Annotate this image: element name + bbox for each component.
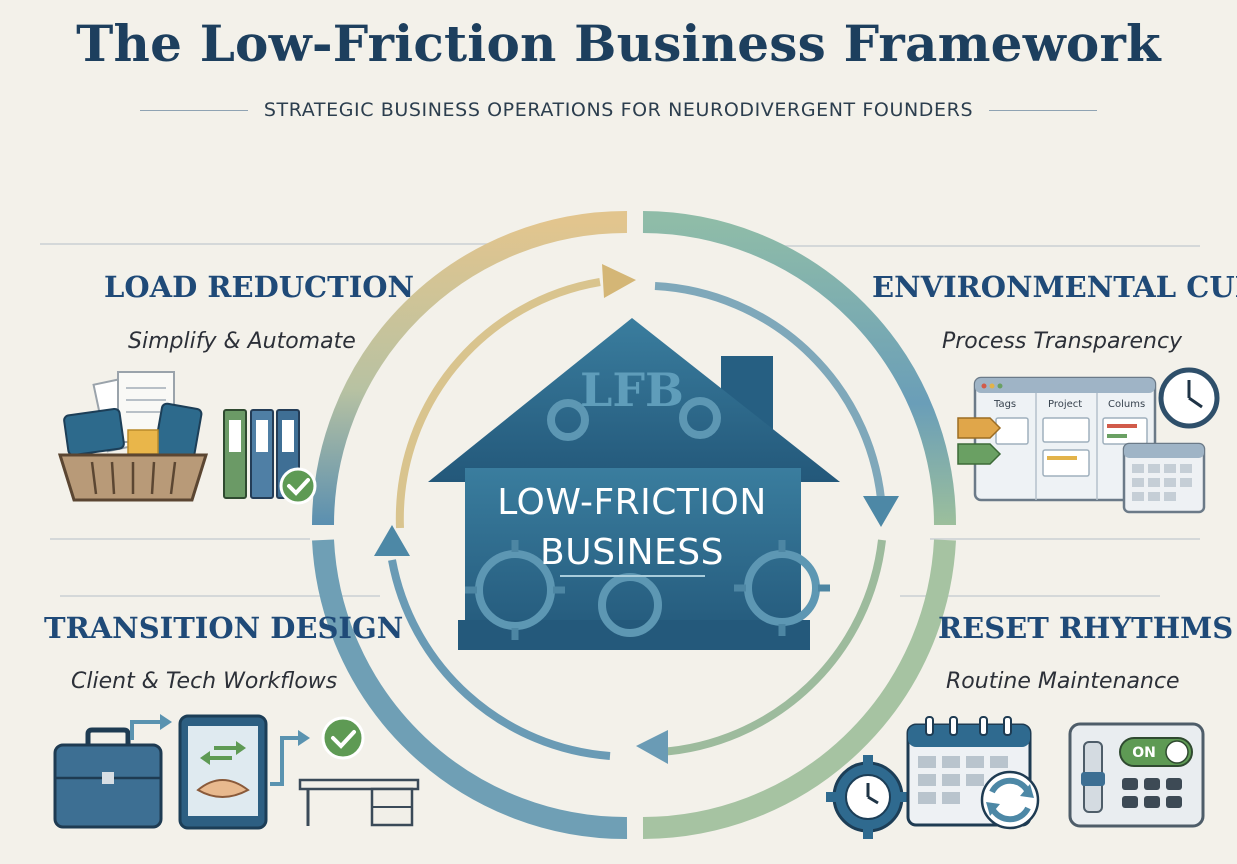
tag-icon xyxy=(957,417,1002,439)
inner-cycle xyxy=(388,278,886,760)
page-title: The Low-Friction Business Framework xyxy=(76,14,1161,73)
arrow-head-bottom xyxy=(636,730,668,764)
arrow-head-left xyxy=(374,525,410,556)
subtitle-rule-left xyxy=(139,109,248,111)
house-roof xyxy=(428,318,840,482)
arrow-head-right xyxy=(863,496,899,527)
section-title-transition-design: TRANSITION DESIGN xyxy=(44,611,404,645)
switch-label: ON xyxy=(1132,745,1156,761)
section-title-reset-rhythms: RESET RHYTHMS xyxy=(938,611,1234,645)
tablet-icon xyxy=(153,402,203,462)
house-icon: LFB LOW-FRICTION BUSINESS xyxy=(428,318,840,650)
reset-rhythms-illustration: ON xyxy=(826,716,1205,839)
subtitle-rule-right xyxy=(989,109,1098,111)
center-label-line2: BUSINESS xyxy=(540,532,724,573)
inner-arc-top-left xyxy=(395,278,601,529)
inner-arc-bottom-right xyxy=(659,539,886,756)
section-title-load-reduction: LOAD REDUCTION xyxy=(104,270,415,304)
gear-icon xyxy=(475,550,555,630)
desk-icon xyxy=(298,778,420,791)
gear-icon xyxy=(744,550,820,626)
section-subtitle-reset-rhythms: Routine Maintenance xyxy=(946,669,1180,694)
check-icon xyxy=(279,467,317,505)
folder-icon xyxy=(127,429,159,455)
transition-design-illustration xyxy=(53,714,420,830)
board-col-colums: Colums xyxy=(1108,399,1145,410)
handshake-icon xyxy=(196,779,250,798)
outer-ring-top-right xyxy=(642,211,956,526)
environmental-cues-illustration: Tags Project Colums xyxy=(957,367,1220,514)
check-icon xyxy=(321,716,365,760)
house-logo: LFB xyxy=(580,363,684,417)
section-subtitle-environmental-cues: Process Transparency xyxy=(942,329,1183,354)
outer-ring xyxy=(312,210,956,840)
briefcase-icon xyxy=(53,743,163,829)
section-subtitle-transition-design: Client & Tech Workflows xyxy=(71,669,338,694)
outer-ring-bottom-right xyxy=(642,539,956,839)
tag-icon xyxy=(957,443,1002,465)
board-col-tags: Tags xyxy=(993,399,1016,410)
gear-teeth xyxy=(465,540,830,640)
board-col-project: Project xyxy=(1048,399,1082,410)
gear-icons xyxy=(475,397,820,637)
subtitle-row: STRATEGIC BUSINESS OPERATIONS FOR NEUROD… xyxy=(0,99,1237,121)
page-subtitle: STRATEGIC BUSINESS OPERATIONS FOR NEUROD… xyxy=(263,99,974,121)
load-reduction-illustration xyxy=(57,371,317,505)
center-label-line1: LOW-FRICTION xyxy=(497,482,767,523)
laptop-icon xyxy=(63,407,125,457)
section-subtitle-load-reduction: Simplify & Automate xyxy=(128,329,356,354)
gear-icon xyxy=(679,397,721,439)
gear-icon xyxy=(547,399,589,441)
section-title-environmental-cues: ENVIRONMENTAL CUES xyxy=(872,270,1237,304)
outer-ring-bottom-left xyxy=(312,539,628,840)
inner-arc-left xyxy=(388,559,611,760)
board-titlebar xyxy=(975,378,1155,393)
arrow-head-top xyxy=(602,264,636,298)
inner-arc-right xyxy=(654,282,886,511)
outer-ring-top-left xyxy=(312,210,628,526)
